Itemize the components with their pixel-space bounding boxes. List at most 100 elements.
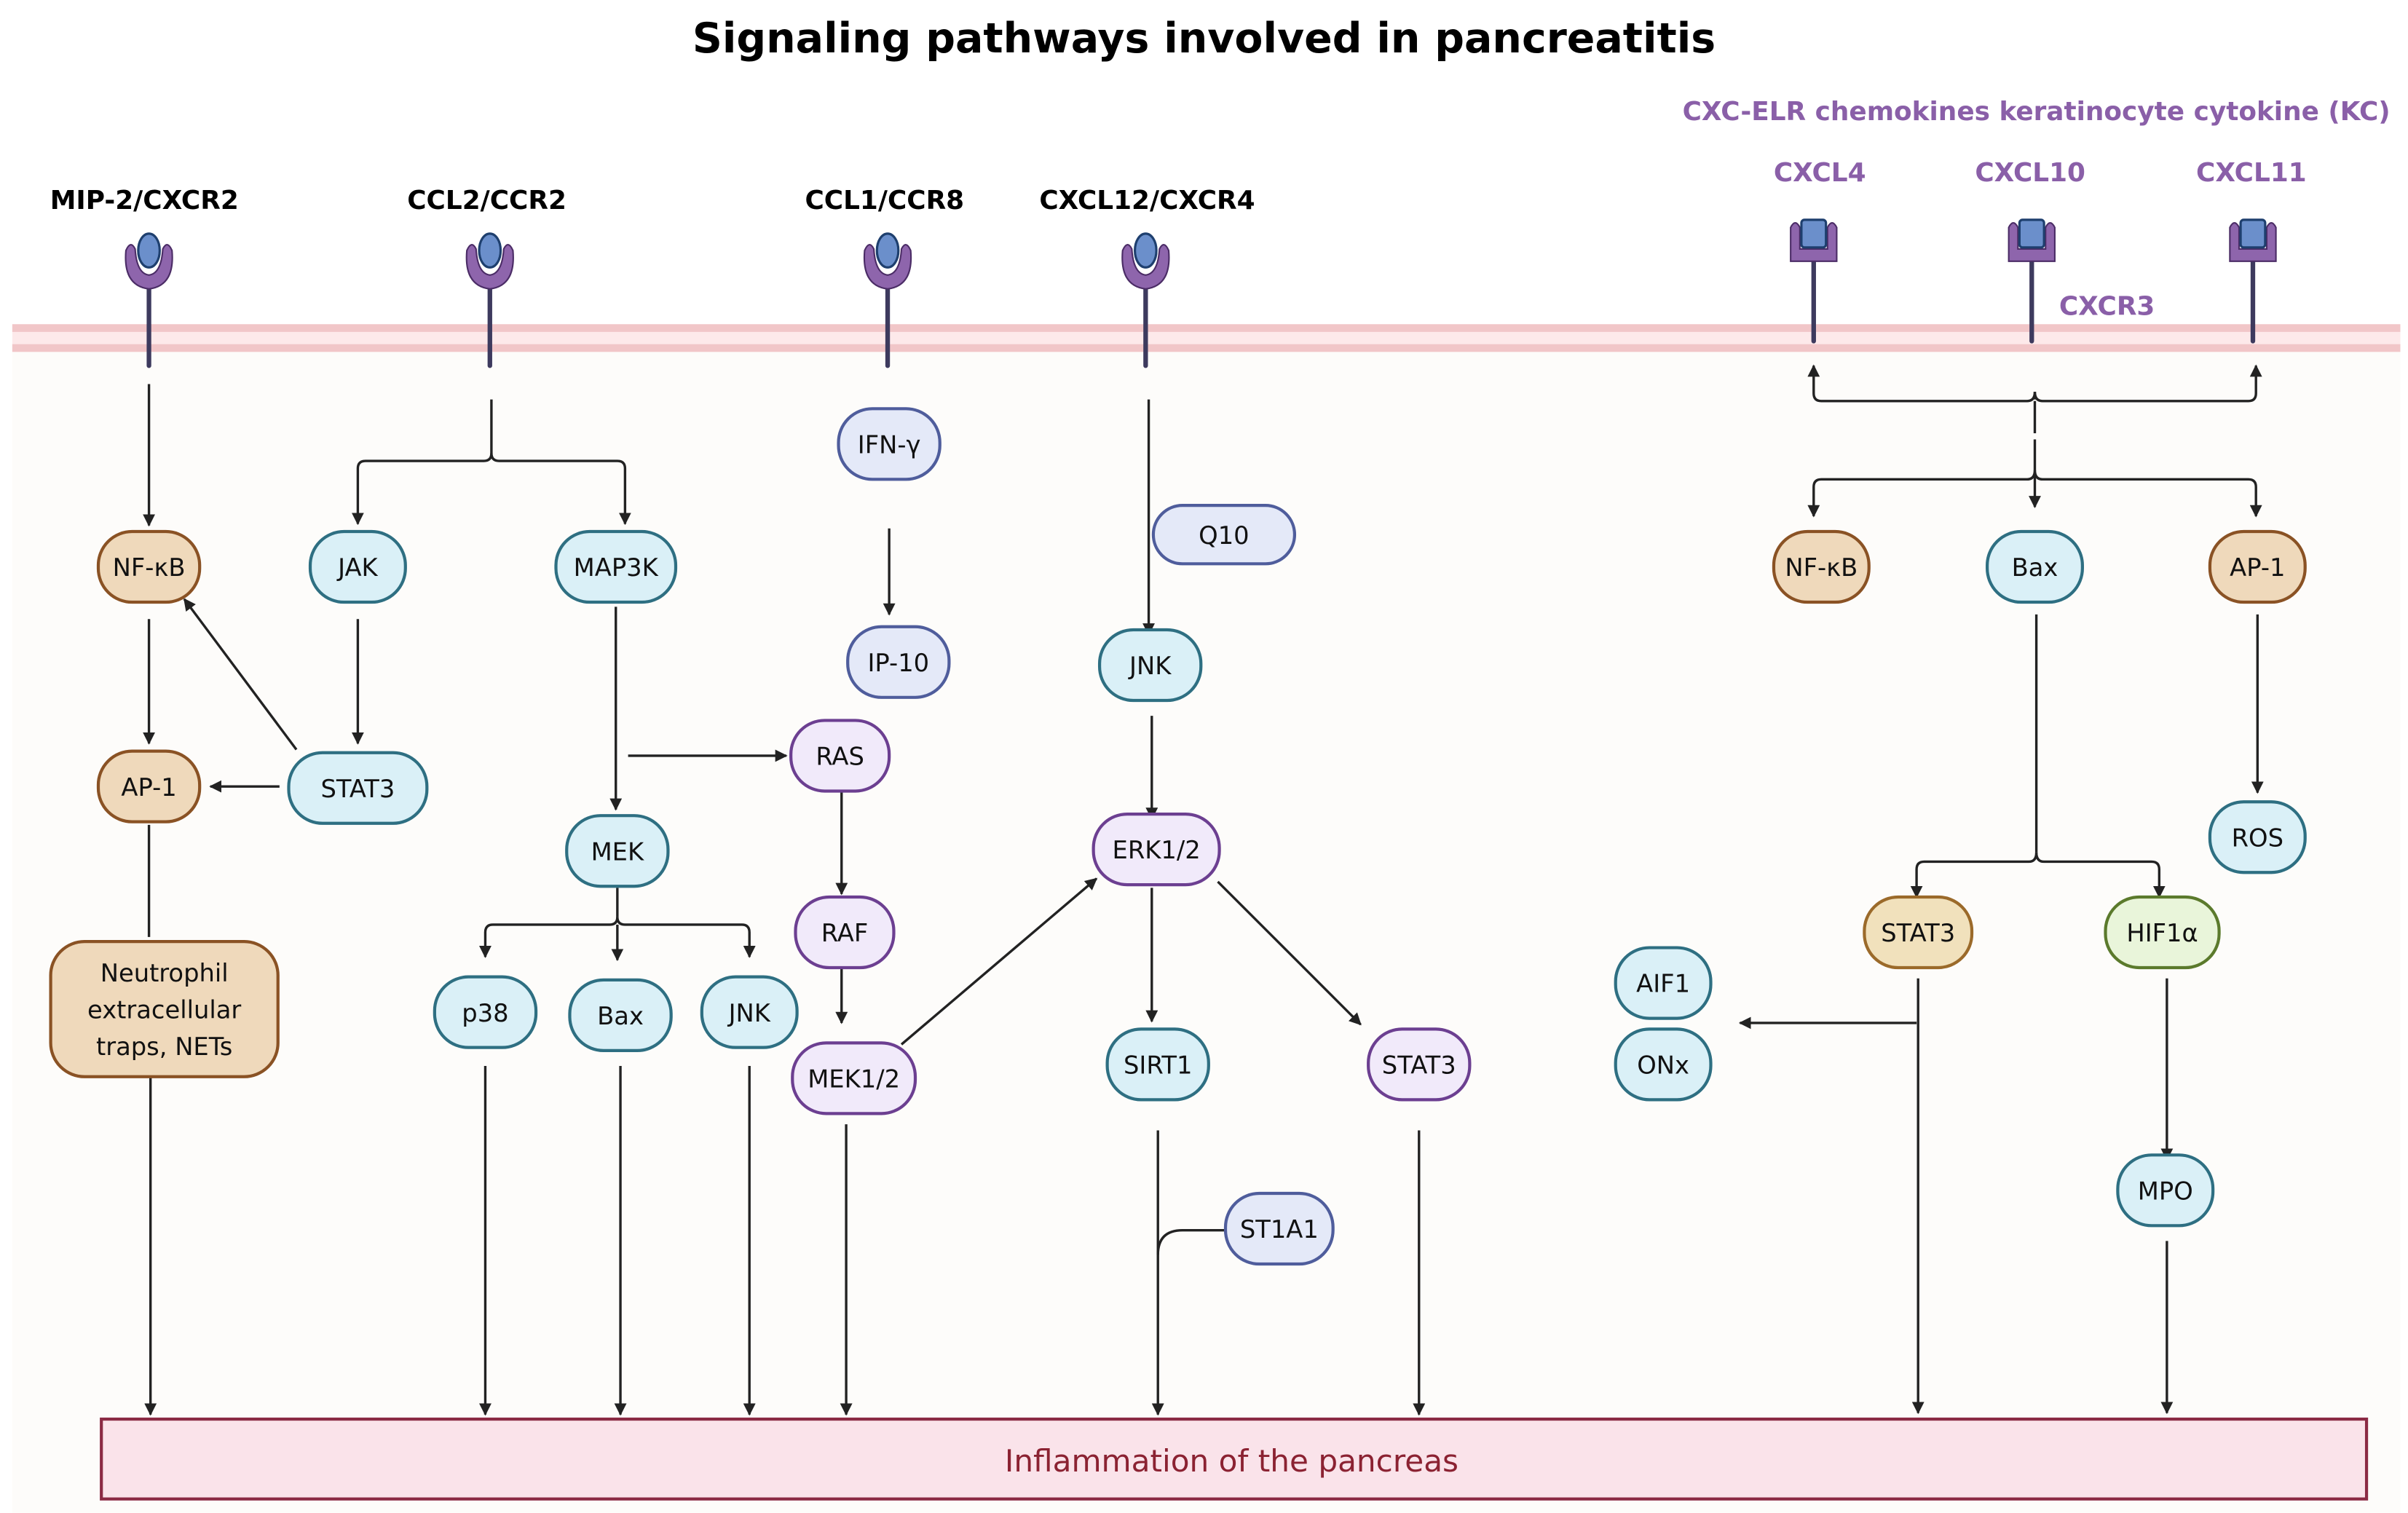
node-shape <box>846 625 951 699</box>
cell-membrane <box>12 324 2401 352</box>
node-aif1: AIF1 <box>1614 946 1713 1020</box>
node-shape <box>837 407 942 481</box>
node-shape <box>2104 895 2221 970</box>
node-bax2: Bax <box>1986 529 2084 604</box>
node-shape <box>1863 895 1974 970</box>
node-sirt1: SIRT1 <box>1105 1027 1210 1102</box>
node-shape <box>1986 529 2084 604</box>
node-label: ERK1/2 <box>1113 836 1201 864</box>
node-shape <box>433 975 538 1049</box>
node-stat3c: STAT3 <box>1863 895 1974 970</box>
node-jnk2: JNK <box>1097 628 1203 703</box>
node-shape <box>308 529 407 604</box>
node-label: STAT3 <box>1382 1051 1456 1080</box>
node-map3k: MAP3K <box>554 529 678 604</box>
ligand-label-cxcl4: CXCL4 <box>1774 158 1866 188</box>
node-jnk1: JNK <box>700 975 799 1049</box>
node-label: STAT3 <box>1881 919 1955 947</box>
node-shape <box>1614 1027 1713 1102</box>
node-nfkb1: NF-κB <box>96 529 202 604</box>
node-nfkb2: NF-κB <box>1772 529 1871 604</box>
node-shape <box>700 975 799 1049</box>
node-label: SIRT1 <box>1124 1051 1192 1080</box>
node-label: AP-1 <box>121 773 176 802</box>
node-label: ROS <box>2232 823 2283 852</box>
node-label: IP-10 <box>867 649 929 677</box>
node-shape <box>1151 504 1297 566</box>
pathway-arrows <box>143 364 2264 1416</box>
outcome-box: Inflammation of the pancreas <box>100 1417 2369 1501</box>
node-label: AIF1 <box>1636 970 1690 998</box>
node-shape <box>1092 812 1221 887</box>
node-shape <box>794 895 896 970</box>
node-label: STAT3 <box>320 775 395 803</box>
node-label: MEK1/2 <box>808 1065 900 1094</box>
node-shape <box>791 1041 917 1115</box>
node-label: MPO <box>2138 1177 2193 1205</box>
node-label: p38 <box>462 999 508 1027</box>
cxc-group-heading: CXC-ELR chemokines keratinocyte cytokine… <box>1683 97 2391 127</box>
node-shape <box>565 814 670 888</box>
receptor-icon-cxcl12 <box>1121 232 1170 368</box>
node-label: NF-κB <box>113 553 186 582</box>
node-label: JNK <box>727 999 771 1027</box>
node-label: JAK <box>336 553 378 582</box>
node-label: HIF1α <box>2126 919 2198 947</box>
node-shape <box>568 978 673 1052</box>
node-ras: RAS <box>789 719 891 793</box>
node-raf: RAF <box>794 895 896 970</box>
node-label: Q10 <box>1199 521 1249 550</box>
receptor-label-mip2: MIP-2/CXCR2 <box>50 186 239 216</box>
node-label: MEK <box>591 837 644 866</box>
node-shape <box>554 529 678 604</box>
receptor-label-cxcl12: CXCL12/CXCR4 <box>1039 186 1255 216</box>
node-shape <box>2208 529 2307 604</box>
node-mek: MEK <box>565 814 670 888</box>
receptor-icon-cxcl4 <box>1790 218 1838 344</box>
node-shape <box>1772 529 1871 604</box>
node-label: MAP3K <box>574 553 659 582</box>
node-label: ST1A1 <box>1240 1215 1319 1244</box>
node-shape <box>1105 1027 1210 1102</box>
receptor-label-ccl2: CCL2/CCR2 <box>407 186 567 216</box>
node-ap1a: AP-1 <box>96 749 202 823</box>
receptor-icon-mip2 <box>125 232 173 368</box>
outcome-label: Inflammation of the pancreas <box>1005 1443 1458 1479</box>
node-hif1a: HIF1α <box>2104 895 2221 970</box>
node-label: ONx <box>1637 1051 1689 1080</box>
ligand-label-cxcl11: CXCL11 <box>2196 158 2307 188</box>
receptor-label-ccl1: CCL1/CCR8 <box>805 186 964 216</box>
node-ap1b: AP-1 <box>2208 529 2307 604</box>
node-bax1: Bax <box>568 978 673 1052</box>
node-label: AP-1 <box>2230 553 2285 582</box>
node-shape <box>96 529 202 604</box>
node-stat3b: STAT3 <box>1367 1027 1472 1102</box>
node-ifng: IFN-γ <box>837 407 942 481</box>
node-label: JNK <box>1128 652 1172 680</box>
node-shape <box>1097 628 1203 703</box>
node-label: Bax <box>2012 553 2058 582</box>
node-jak: JAK <box>308 529 407 604</box>
node-shape <box>1223 1191 1335 1266</box>
node-label: RAF <box>821 919 869 947</box>
node-q10: Q10 <box>1151 504 1297 566</box>
receptor-icon-cxcl10 <box>2008 218 2056 344</box>
node-p38: p38 <box>433 975 538 1049</box>
node-stat3a: STAT3 <box>287 751 429 825</box>
node-mek12: MEK1/2 <box>791 1041 917 1115</box>
node-shape <box>1614 946 1713 1020</box>
node-shape <box>96 749 202 823</box>
node-ros: ROS <box>2208 800 2307 874</box>
node-shape <box>1367 1027 1472 1102</box>
node-label: extracellular <box>87 996 241 1024</box>
node-label: RAS <box>816 743 864 771</box>
node-shape <box>789 719 891 793</box>
node-label: Neutrophil <box>100 959 229 987</box>
node-shape <box>49 940 280 1078</box>
receptor-icon-cxcl11 <box>2229 218 2277 344</box>
node-mpo: MPO <box>2116 1153 2215 1228</box>
node-erk12: ERK1/2 <box>1092 812 1221 887</box>
node-onx: ONx <box>1614 1027 1713 1102</box>
